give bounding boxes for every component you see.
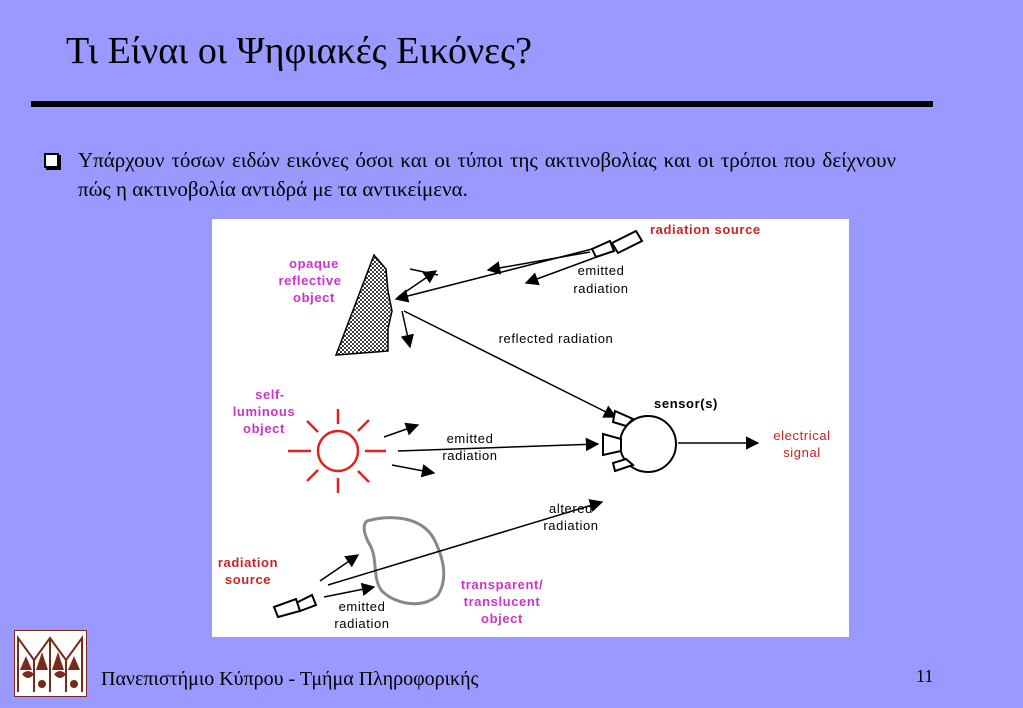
label-opaque-1: opaque: [289, 256, 339, 271]
label-emitted-mid-2: radiation: [442, 448, 497, 463]
slide-title: Τι Είναι οι Ψηφιακές Εικόνες?: [66, 30, 533, 72]
label-self-luminous-2: luminous: [233, 404, 296, 419]
label-electrical-1: electrical: [773, 428, 830, 443]
opaque-object-icon: [334, 253, 393, 356]
label-emitted-top-2: radiation: [573, 281, 628, 296]
bullet-item: Υπάρχουν τόσων ειδών εικόνες όσοι και οι…: [44, 146, 896, 204]
label-radiation-source-bottom-1: radiation: [218, 555, 278, 570]
label-altered-2: radiation: [543, 518, 598, 533]
bullet-text: Υπάρχουν τόσων ειδών εικόνες όσοι και οι…: [78, 148, 896, 201]
checkbox-bullet-icon: [44, 153, 59, 168]
label-transparent-3: object: [481, 611, 523, 626]
label-opaque-3: object: [293, 290, 335, 305]
label-radiation-source-bottom-2: source: [225, 572, 271, 587]
label-transparent-2: translucent: [464, 594, 541, 609]
self-luminous-object-icon: [288, 409, 386, 493]
sensor-icon: [602, 409, 677, 473]
label-emitted-mid-1: emitted: [447, 431, 494, 446]
radiation-source-bottom-icon: [272, 593, 318, 619]
label-self-luminous-1: self-: [255, 387, 285, 402]
label-sensor: sensor(s): [654, 396, 718, 411]
label-electrical-2: signal: [783, 445, 821, 460]
label-emitted-top-1: emitted: [578, 263, 625, 278]
label-self-luminous-3: object: [243, 421, 285, 436]
footer-text: Πανεπιστήμιο Κύπρου - Τμήμα Πληροφορικής: [101, 668, 479, 690]
label-transparent-1: transparent/: [461, 577, 543, 592]
label-opaque-2: reflective: [278, 273, 341, 288]
label-radiation-source-top: radiation source: [650, 222, 761, 237]
label-reflected-radiation: reflected radiation: [499, 331, 614, 346]
transparent-object-icon: [362, 516, 446, 606]
label-altered-1: altered: [549, 501, 593, 516]
title-underline: [31, 101, 933, 107]
university-logo-icon: [14, 630, 87, 697]
page-number: 11: [916, 666, 934, 686]
label-emitted-bot-1: emitted: [339, 599, 386, 614]
radiation-source-top-icon: [590, 229, 644, 259]
label-emitted-bot-2: radiation: [334, 616, 389, 631]
radiation-diagram: radiation source emitted radiation opaqu…: [212, 219, 849, 637]
